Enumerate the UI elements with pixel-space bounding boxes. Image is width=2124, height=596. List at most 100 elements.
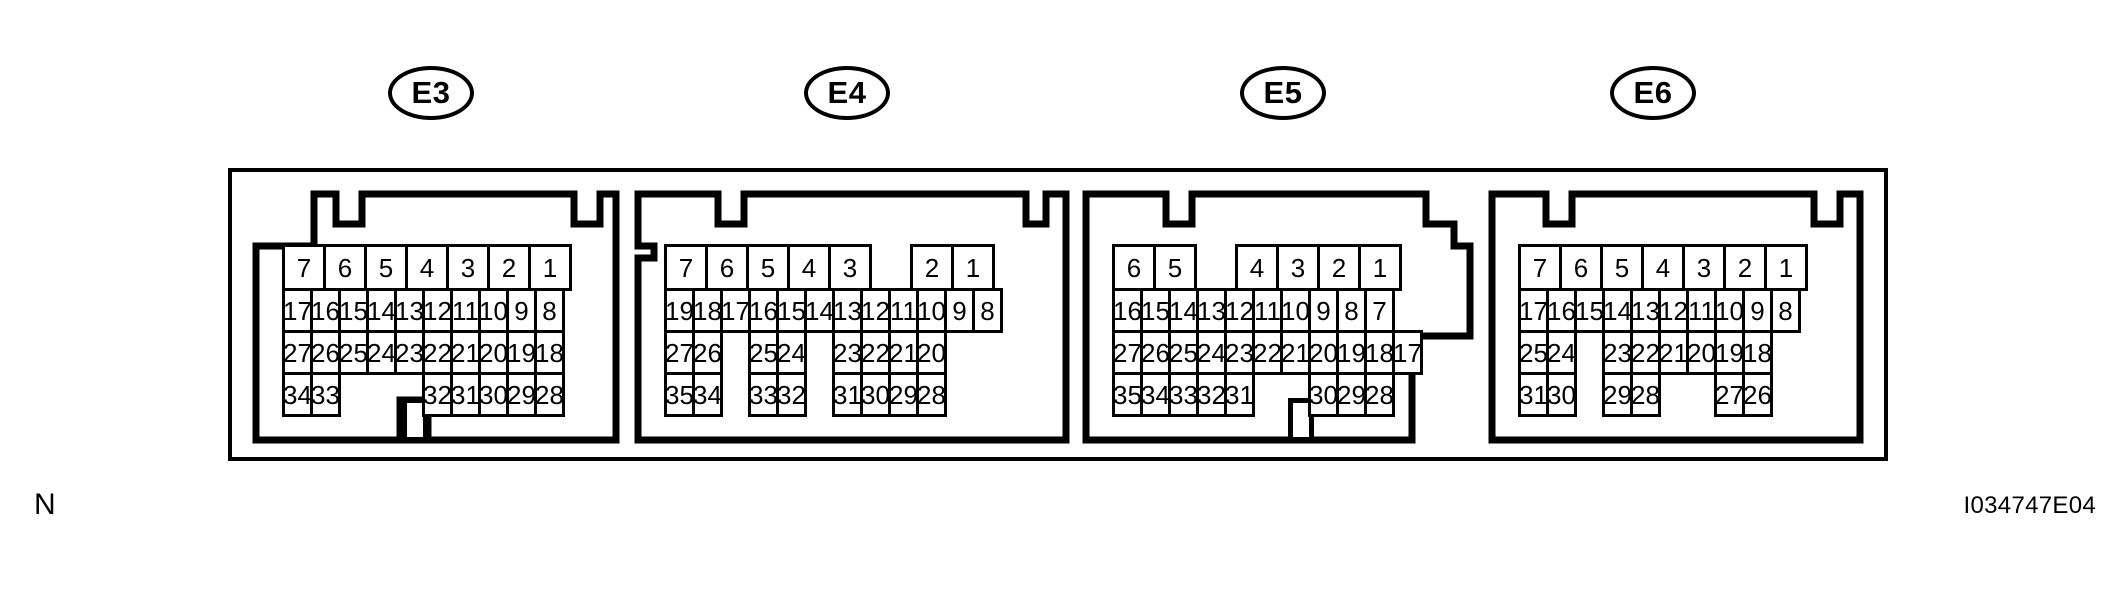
pin-cell[interactable]: 25	[748, 330, 779, 375]
pin-cell[interactable]: 14	[366, 288, 397, 333]
pin-cell[interactable]: 24	[366, 330, 397, 375]
pin-cell[interactable]: 12	[860, 288, 891, 333]
pin-cell[interactable]: 17	[720, 288, 751, 333]
pin-cell[interactable]: 7	[1364, 288, 1395, 333]
pin-cell[interactable]: 17	[1392, 330, 1423, 375]
pin-cell[interactable]: 30	[1308, 372, 1339, 417]
pin-cell[interactable]: 15	[776, 288, 807, 333]
pin-cell[interactable]: 13	[1196, 288, 1227, 333]
pin-cell[interactable]: 5	[364, 244, 408, 291]
pin-cell[interactable]: 34	[282, 372, 313, 417]
pin-cell[interactable]: 11	[1252, 288, 1283, 333]
pin-cell[interactable]: 34	[692, 372, 723, 417]
pin-cell[interactable]: 33	[310, 372, 341, 417]
pin-cell[interactable]: 15	[1140, 288, 1171, 333]
pin-cell[interactable]: 34	[1140, 372, 1171, 417]
pin-cell[interactable]: 15	[1574, 288, 1605, 333]
pin-cell[interactable]: 2	[910, 244, 954, 291]
pin-cell[interactable]: 1	[1764, 244, 1808, 291]
pin-cell[interactable]: 17	[282, 288, 313, 333]
pin-cell[interactable]: 13	[1630, 288, 1661, 333]
pin-cell[interactable]: 21	[450, 330, 481, 375]
pin-cell[interactable]: 21	[1280, 330, 1311, 375]
pin-cell[interactable]: 33	[1168, 372, 1199, 417]
pin-cell[interactable]: 2	[1317, 244, 1361, 291]
pin-cell[interactable]: 10	[1280, 288, 1311, 333]
pin-cell[interactable]: 11	[888, 288, 919, 333]
pin-cell[interactable]: 5	[746, 244, 790, 291]
pin-cell[interactable]: 13	[832, 288, 863, 333]
pin-cell[interactable]: 26	[692, 330, 723, 375]
pin-cell[interactable]: 31	[1224, 372, 1255, 417]
pin-cell[interactable]: 13	[394, 288, 425, 333]
pin-cell[interactable]: 11	[1686, 288, 1717, 333]
pin-cell[interactable]: 29	[506, 372, 537, 417]
pin-cell[interactable]: 20	[916, 330, 947, 375]
pin-cell[interactable]: 28	[916, 372, 947, 417]
pin-cell[interactable]: 20	[1308, 330, 1339, 375]
pin-cell[interactable]: 28	[1364, 372, 1395, 417]
pin-cell[interactable]: 19	[1714, 330, 1745, 375]
pin-cell[interactable]: 23	[1224, 330, 1255, 375]
pin-cell[interactable]: 9	[1742, 288, 1773, 333]
pin-cell[interactable]: 26	[1140, 330, 1171, 375]
pin-cell[interactable]: 9	[944, 288, 975, 333]
pin-cell[interactable]: 3	[1682, 244, 1726, 291]
pin-cell[interactable]: 4	[405, 244, 449, 291]
pin-cell[interactable]: 6	[1112, 244, 1156, 291]
pin-cell[interactable]: 35	[664, 372, 695, 417]
pin-cell[interactable]: 19	[664, 288, 695, 333]
pin-cell[interactable]: 16	[1112, 288, 1143, 333]
pin-cell[interactable]: 2	[1723, 244, 1767, 291]
pin-cell[interactable]: 2	[487, 244, 531, 291]
pin-cell[interactable]: 27	[664, 330, 695, 375]
pin-cell[interactable]: 19	[506, 330, 537, 375]
pin-cell[interactable]: 11	[450, 288, 481, 333]
pin-cell[interactable]: 8	[1770, 288, 1801, 333]
pin-cell[interactable]: 25	[338, 330, 369, 375]
pin-cell[interactable]: 7	[664, 244, 708, 291]
pin-cell[interactable]: 8	[1336, 288, 1367, 333]
pin-cell[interactable]: 4	[1641, 244, 1685, 291]
pin-cell[interactable]: 21	[1658, 330, 1689, 375]
pin-cell[interactable]: 30	[478, 372, 509, 417]
pin-cell[interactable]: 18	[1742, 330, 1773, 375]
pin-cell[interactable]: 6	[323, 244, 367, 291]
pin-cell[interactable]: 5	[1153, 244, 1197, 291]
pin-cell[interactable]: 14	[804, 288, 835, 333]
pin-cell[interactable]: 5	[1600, 244, 1644, 291]
pin-cell[interactable]: 7	[282, 244, 326, 291]
pin-cell[interactable]: 25	[1518, 330, 1549, 375]
pin-cell[interactable]: 31	[832, 372, 863, 417]
pin-cell[interactable]: 3	[828, 244, 872, 291]
pin-cell[interactable]: 12	[1224, 288, 1255, 333]
pin-cell[interactable]: 20	[478, 330, 509, 375]
pin-cell[interactable]: 10	[478, 288, 509, 333]
pin-cell[interactable]: 25	[1168, 330, 1199, 375]
pin-cell[interactable]: 8	[972, 288, 1003, 333]
pin-cell[interactable]: 24	[1196, 330, 1227, 375]
pin-cell[interactable]: 15	[338, 288, 369, 333]
pin-cell[interactable]: 22	[1252, 330, 1283, 375]
pin-cell[interactable]: 3	[446, 244, 490, 291]
pin-cell[interactable]: 24	[1546, 330, 1577, 375]
pin-cell[interactable]: 24	[776, 330, 807, 375]
pin-cell[interactable]: 28	[534, 372, 565, 417]
pin-cell[interactable]: 27	[282, 330, 313, 375]
pin-cell[interactable]: 30	[860, 372, 891, 417]
pin-cell[interactable]: 23	[832, 330, 863, 375]
pin-cell[interactable]: 23	[1602, 330, 1633, 375]
pin-cell[interactable]: 9	[1308, 288, 1339, 333]
pin-cell[interactable]: 1	[528, 244, 572, 291]
pin-cell[interactable]: 12	[1658, 288, 1689, 333]
pin-cell[interactable]: 16	[1546, 288, 1577, 333]
pin-cell[interactable]: 29	[1336, 372, 1367, 417]
pin-cell[interactable]: 31	[1518, 372, 1549, 417]
pin-cell[interactable]: 6	[705, 244, 749, 291]
pin-cell[interactable]: 22	[860, 330, 891, 375]
pin-cell[interactable]: 26	[1742, 372, 1773, 417]
pin-cell[interactable]: 18	[692, 288, 723, 333]
pin-cell[interactable]: 4	[1235, 244, 1279, 291]
pin-cell[interactable]: 16	[310, 288, 341, 333]
pin-cell[interactable]: 30	[1546, 372, 1577, 417]
